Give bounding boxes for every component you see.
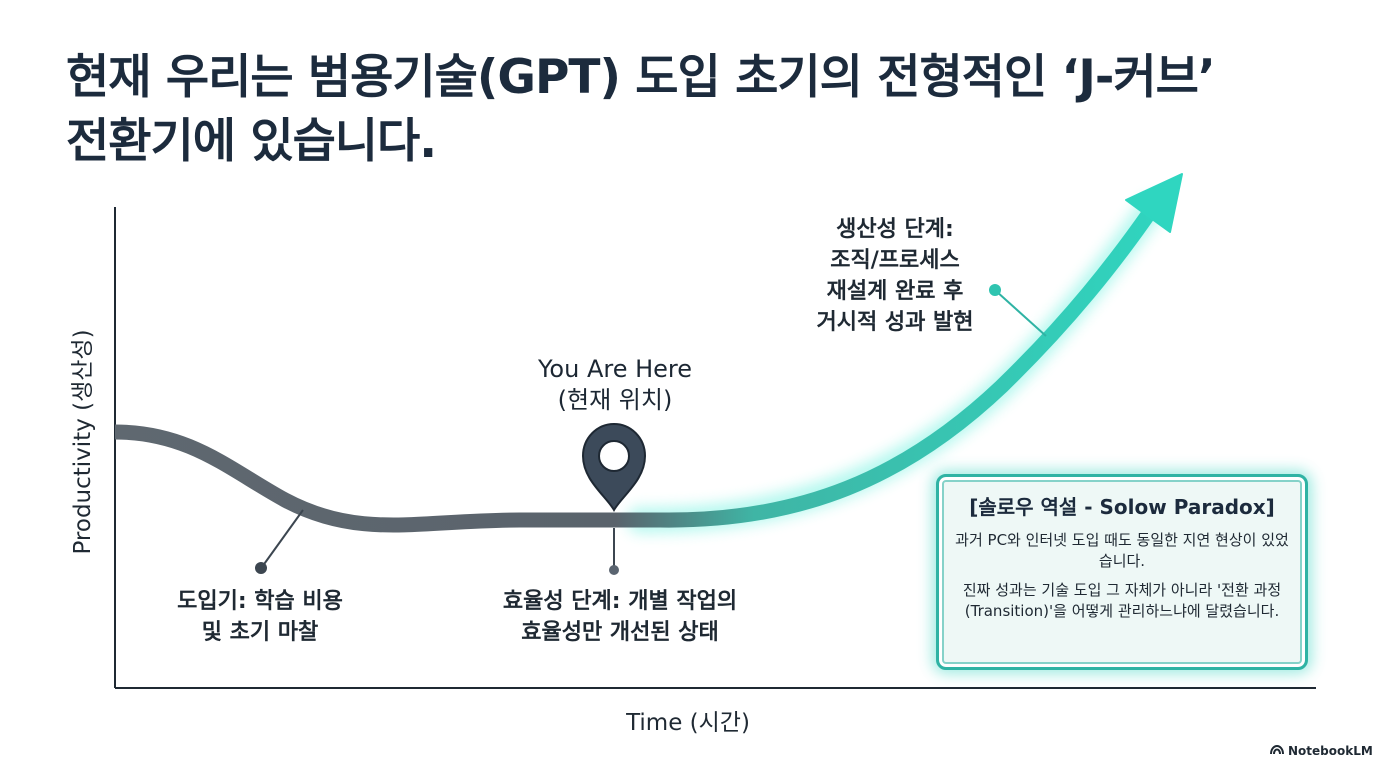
current-position-line-1: You Are Here [537, 355, 693, 383]
title-line-1: 현재 우리는 범용기술(GPT) 도입 초기의 전형적인 ‘J-커브’ [66, 50, 1216, 105]
efficiency-phase-line-2: 효율성만 개선된 상태 [521, 620, 719, 645]
intro-phase-line-1: 도입기: 학습 비용 [177, 589, 343, 614]
brand-name: NotebookLM [1288, 744, 1373, 758]
efficiency-phase-label: 효율성 단계: 개별 작업의 효율성만 개선된 상태 [470, 586, 770, 648]
map-pin-icon [581, 422, 647, 513]
intro-phase-label: 도입기: 학습 비용 및 초기 마찰 [150, 586, 370, 648]
title-line-2: 전환기에 있습니다. [66, 114, 437, 169]
solow-paradox-box: [솔로우 역설 - Solow Paradox] 과거 PC와 인터넷 도입 때… [936, 474, 1308, 670]
brand-watermark: NotebookLM [1270, 744, 1373, 758]
intro-connector-dot [255, 562, 267, 574]
productivity-connector-dot [989, 284, 1001, 296]
j-curve-line [114, 207, 1157, 533]
productivity-phase-line-2: 조직/프로세스 [830, 248, 960, 273]
x-axis-label: Time (시간) [626, 710, 750, 736]
notebooklm-logo-icon [1270, 745, 1284, 755]
solow-paradox-paragraph-2: 진짜 성과는 기술 도입 그 자체가 아니라 '전환 과정(Transition… [962, 581, 1282, 620]
efficiency-phase-line-1: 효율성 단계: 개별 작업의 [502, 589, 738, 614]
solow-paradox-title: [솔로우 역설 - Solow Paradox] [969, 495, 1275, 519]
productivity-connector [995, 290, 1047, 337]
productivity-phase-label: 생산성 단계: 조직/프로세스 재설계 완료 후 거시적 성과 발현 [790, 214, 1000, 338]
y-axis-label: Productivity (생산성) [70, 329, 96, 555]
arrow-head-icon [1125, 173, 1183, 233]
intro-connector [261, 509, 304, 568]
efficiency-connector-dot [609, 565, 619, 575]
current-position-line-2: (현재 위치) [557, 386, 673, 414]
productivity-phase-line-3: 재설계 완료 후 [826, 279, 964, 304]
current-position-label: You Are Here (현재 위치) [520, 354, 710, 416]
solow-paradox-paragraph-1: 과거 PC와 인터넷 도입 때도 동일한 지연 현상이 있었습니다. [955, 531, 1289, 570]
productivity-phase-line-1: 생산성 단계: [836, 217, 954, 242]
productivity-phase-line-4: 거시적 성과 발현 [816, 310, 974, 335]
page-title: 현재 우리는 범용기술(GPT) 도입 초기의 전형적인 ‘J-커브’ 전환기에… [66, 46, 1216, 174]
intro-phase-line-2: 및 초기 마찰 [201, 620, 319, 645]
